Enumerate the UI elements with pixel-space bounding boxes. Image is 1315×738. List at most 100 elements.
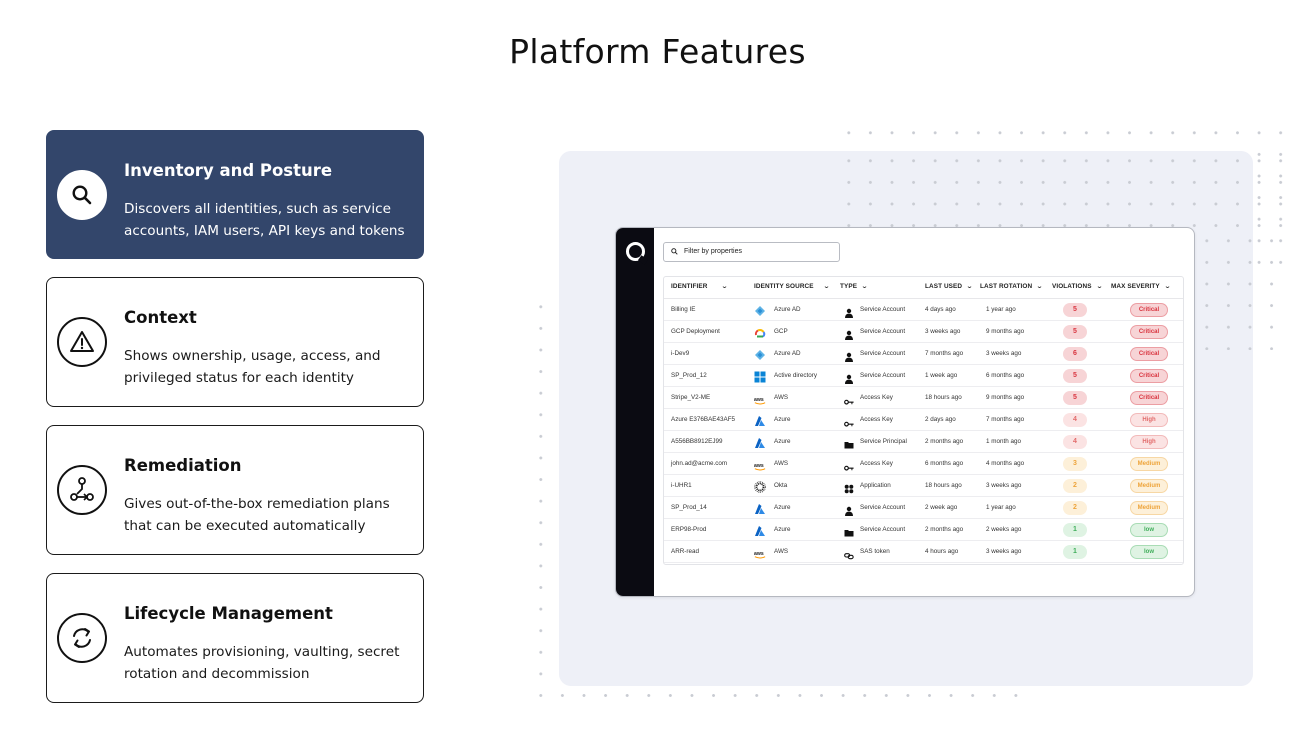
column-header[interactable]: LAST ROTATION⌄ [980,283,1043,290]
violations-badge: 4 [1063,413,1087,427]
user-icon [844,305,854,318]
windows-icon [754,370,766,383]
cell-identifier: i-UHR1 [671,482,692,489]
filter-placeholder: Filter by properties [684,248,742,255]
severity-badge: Critical [1130,369,1168,383]
column-header-label: LAST USED [925,283,963,290]
cell-identifier: ERP98-Prod [671,526,707,533]
violations-badge: 5 [1063,391,1087,405]
cell-last-used: 1 week ago [925,372,958,379]
severity-badge: Critical [1130,325,1168,339]
cell-identity-source: Active directory [774,372,818,379]
cell-identity-source: AWS [774,548,789,555]
cell-type: Access Key [860,460,893,467]
feature-card-context[interactable]: Context Shows ownership, usage, access, … [46,277,424,407]
cell-type: Access Key [860,394,893,401]
page-title: Platform Features [509,32,806,71]
chevron-down-icon: ⌄ [720,284,728,290]
gcp-icon [754,326,766,338]
cell-last-rotation: 3 weeks ago [986,482,1022,489]
cell-last-used: 2 days ago [925,416,956,423]
feature-description: Gives out-of-the-box remediation plans t… [124,496,390,534]
column-header[interactable]: IDENTITY SOURCE⌄ [754,283,830,290]
feature-card-lifecycle[interactable]: Lifecycle Management Automates provision… [46,573,424,703]
column-header[interactable]: TYPE⌄ [840,283,868,290]
feature-card-remediation[interactable]: Remediation Gives out-of-the-box remedia… [46,425,424,555]
cell-identifier: Billing IE [671,306,696,313]
feature-title: Context [124,308,197,327]
cell-identifier: Azure E376BAE43AF5 [671,416,736,423]
table-header: IDENTIFIER⌄IDENTITY SOURCE⌄TYPE⌄LAST USE… [664,277,1183,299]
violations-badge: 5 [1063,369,1087,383]
violations-badge: 1 [1063,545,1087,559]
violations-badge: 2 [1063,501,1087,515]
folder-icon [844,525,854,537]
violations-badge: 2 [1063,479,1087,493]
column-header-label: TYPE [840,283,858,290]
aws-icon: aws [754,392,766,405]
azure-ad-icon [754,348,766,360]
severity-badge: High [1130,413,1168,427]
cell-identifier: i-Dev9 [671,350,690,357]
cell-type: Service Account [860,328,906,335]
cell-identifier: ARR-read [671,548,699,555]
okta-icon [754,480,766,493]
user-icon [844,503,854,516]
chevron-down-icon: ⌄ [1095,284,1103,290]
dot-pattern-right [1196,230,1284,350]
cell-identifier: GCP Deployment [671,328,720,335]
chevron-down-icon: ⌄ [822,284,830,290]
cell-last-used: 7 months ago [925,350,964,357]
cell-last-rotation: 4 months ago [986,460,1025,467]
svg-text:aws: aws [754,397,764,403]
aws-icon: aws [754,458,766,471]
column-header[interactable]: IDENTIFIER⌄ [671,283,728,290]
cell-last-rotation: 7 months ago [986,416,1025,423]
severity-badge: Medium [1130,501,1168,515]
svg-text:aws: aws [754,463,764,469]
cell-identifier: john.ad@acme.com [671,460,728,467]
cell-last-rotation: 2 weeks ago [986,526,1022,533]
violations-badge: 3 [1063,457,1087,471]
cell-identity-source: Azure [774,504,791,511]
severity-badge: Critical [1130,347,1168,361]
identities-table: IDENTIFIER⌄IDENTITY SOURCE⌄TYPE⌄LAST USE… [663,276,1184,565]
column-header-label: LAST ROTATION [980,283,1033,290]
cell-last-used: 3 weeks ago [925,328,961,335]
cell-type: Application [860,482,891,489]
cell-identity-source: Azure [774,438,791,445]
cell-type: Service Account [860,306,906,313]
cell-identity-source: Azure AD [774,350,801,357]
app-mockup: Filter by properties IDENTIFIER⌄ IDENTITY… [615,227,1195,597]
folder-icon [844,437,854,449]
column-header[interactable]: VIOLATIONS⌄ [1052,283,1103,290]
feature-description: Discovers all identities, such as servic… [124,201,405,239]
cell-identity-source: Okta [774,482,788,489]
feature-title: Inventory and Posture [124,161,333,180]
column-header[interactable]: MAX SEVERITY⌄ [1111,283,1171,290]
dot-pattern-overlay [838,150,1284,230]
cell-last-used: 6 months ago [925,460,964,467]
user-icon [844,349,854,362]
cell-last-used: 4 hours ago [925,548,959,555]
app-logo-icon [626,242,645,261]
feature-card-inventory[interactable]: Inventory and Posture Discovers all iden… [46,130,424,259]
feature-description: Automates provisioning, vaulting, secret… [124,644,400,682]
azure-icon [754,414,766,426]
cell-last-rotation: 1 month ago [986,438,1022,445]
filter-input[interactable]: Filter by properties [663,242,840,262]
column-header[interactable]: LAST USED⌄ [925,283,973,290]
severity-badge: Critical [1130,391,1168,405]
